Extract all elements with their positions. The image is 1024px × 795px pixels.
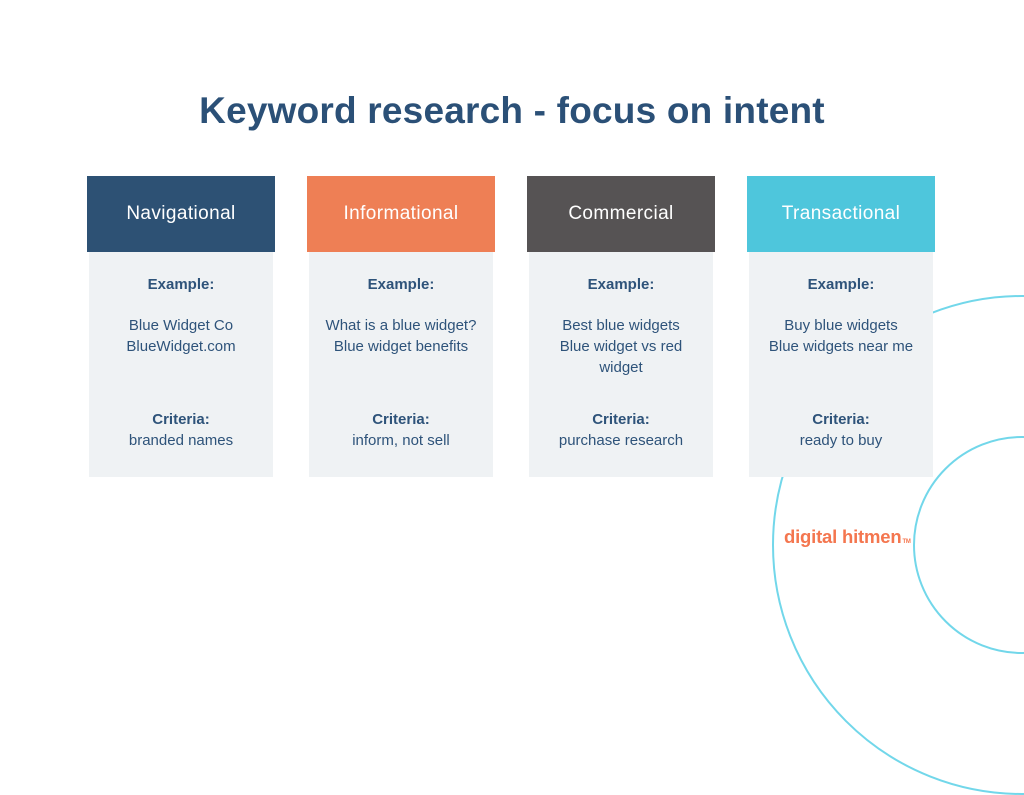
criteria-label: Criteria:	[592, 411, 650, 428]
example-line: BlueWidget.com	[126, 338, 236, 355]
column-header: Informational	[307, 176, 495, 252]
criteria-group: Criteria: ready to buy	[800, 409, 883, 451]
example-label: Example:	[147, 276, 215, 293]
trademark-mark: TM	[902, 539, 911, 545]
criteria-group: Criteria: inform, not sell	[352, 409, 450, 451]
column-header-label: Navigational	[126, 203, 236, 224]
criteria-group: Criteria: branded names	[129, 409, 233, 451]
column-header-label: Commercial	[568, 203, 674, 224]
criteria-label: Criteria:	[372, 411, 430, 428]
intent-columns: Navigational Example: Blue Widget Co Blu…	[87, 176, 935, 477]
column-header: Navigational	[87, 176, 275, 252]
intent-column-navigational: Navigational Example: Blue Widget Co Blu…	[87, 176, 275, 477]
criteria-text: purchase research	[558, 432, 684, 449]
example-line: Blue widget vs red widget	[559, 338, 683, 376]
example-line: What is a blue widget?	[325, 317, 477, 334]
column-body: Example: Blue Widget Co BlueWidget.com C…	[89, 252, 273, 477]
criteria-text: ready to buy	[799, 432, 883, 449]
example-label: Example:	[807, 276, 875, 293]
criteria-label: Criteria:	[812, 411, 870, 428]
example-lines: Buy blue widgets Blue widgets near me	[769, 315, 913, 357]
column-header-label: Informational	[343, 203, 459, 224]
criteria-text: branded names	[128, 432, 234, 449]
example-lines: Best blue widgets Blue widget vs red wid…	[537, 315, 705, 378]
example-lines: Blue Widget Co BlueWidget.com	[126, 315, 235, 357]
intent-column-commercial: Commercial Example: Best blue widgets Bl…	[527, 176, 715, 477]
criteria-group: Criteria: purchase research	[559, 409, 683, 451]
criteria-text: inform, not sell	[352, 432, 450, 449]
intent-column-informational: Informational Example: What is a blue wi…	[307, 176, 495, 477]
intent-column-transactional: Transactional Example: Buy blue widgets …	[747, 176, 935, 477]
example-line: Blue widget benefits	[333, 338, 469, 355]
column-header: Transactional	[747, 176, 935, 252]
column-header: Commercial	[527, 176, 715, 252]
column-header-label: Transactional	[781, 203, 901, 224]
example-line: Buy blue widgets	[784, 317, 898, 334]
brand-logo: digital hitmenTM	[784, 526, 911, 548]
example-label: Example:	[587, 276, 655, 293]
brand-logo-text: digital hitmen	[784, 526, 902, 547]
example-label: Example:	[367, 276, 435, 293]
example-line: Blue Widget Co	[128, 317, 234, 334]
page-title: Keyword research - focus on intent	[199, 90, 825, 131]
example-lines: What is a blue widget? Blue widget benef…	[326, 315, 477, 357]
example-line: Best blue widgets	[562, 317, 680, 334]
column-body: Example: Buy blue widgets Blue widgets n…	[749, 252, 933, 477]
criteria-label: Criteria:	[152, 411, 210, 428]
example-line: Blue widgets near me	[768, 338, 914, 355]
column-body: Example: What is a blue widget? Blue wid…	[309, 252, 493, 477]
column-body: Example: Best blue widgets Blue widget v…	[529, 252, 713, 477]
